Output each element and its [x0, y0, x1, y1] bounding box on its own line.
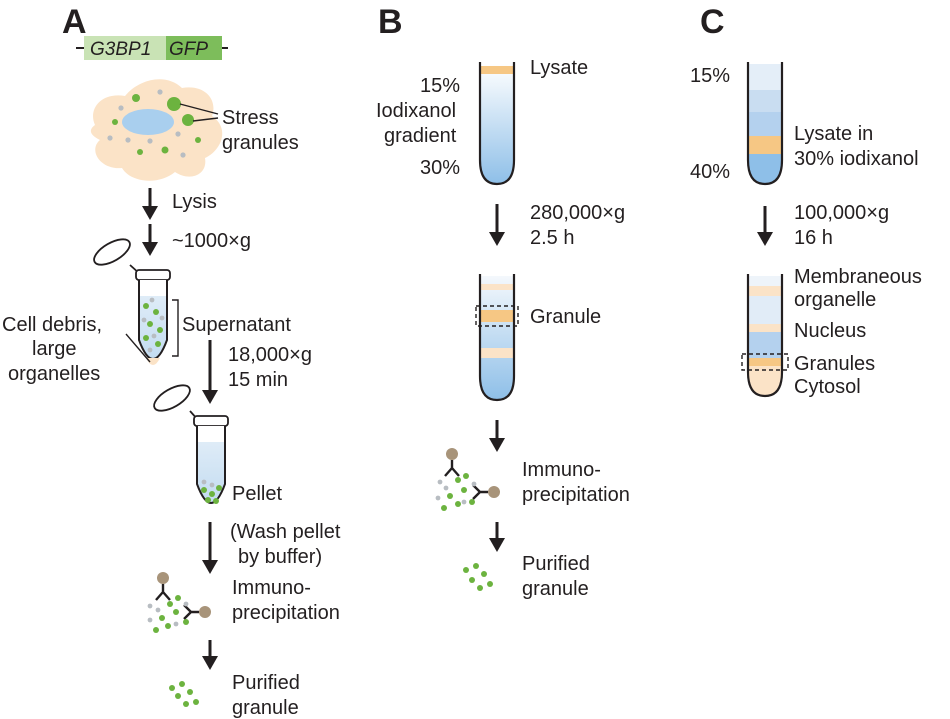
label-precipitation: precipitation [232, 602, 340, 624]
label-30pct-iodixanol: 30% iodixanol [794, 148, 919, 170]
stressed-cell [90, 79, 223, 181]
label-precipitation-b: precipitation [522, 484, 630, 506]
label-organelles: organelles [8, 363, 100, 385]
gradient-tube-b [478, 62, 516, 186]
label-lysate-in: Lysate in [794, 123, 873, 145]
label-spin-18000g: 18,000×g [228, 344, 312, 366]
label-supernatant: Supernatant [182, 314, 291, 336]
separated-tube-c [741, 274, 789, 398]
label-gradient: gradient [384, 125, 457, 147]
arrow-spin-1000g [142, 224, 158, 256]
label-immuno-b: Immuno- [522, 459, 601, 481]
gene-label-gfp: GFP [169, 39, 208, 60]
arrow-wash [202, 522, 218, 574]
separated-tube-b [475, 274, 519, 402]
label-15pct-b: 15% [420, 75, 460, 97]
granule-fraction-box-b [475, 305, 519, 327]
label-iodixanol: Iodixanol [376, 100, 456, 122]
label-purified-b: Purified [522, 553, 590, 575]
label-lysis: Lysis [172, 191, 217, 213]
label-stress: Stress [222, 107, 279, 129]
label-large: large [32, 338, 76, 360]
ip-cluster-b [435, 448, 500, 511]
microtube-2 [153, 384, 229, 504]
panel-label-a: A [62, 3, 87, 41]
label-16-h: 16 h [794, 227, 833, 249]
label-lysate: Lysate [530, 57, 588, 79]
label-spin-100000g: 100,000×g [794, 202, 889, 224]
arrow-spin-100000g [757, 206, 773, 246]
panel-label-b: B [378, 3, 403, 41]
label-granule-b: granule [522, 578, 589, 600]
label-15-min: 15 min [228, 369, 288, 391]
cell-nucleus [122, 109, 174, 135]
arrow-spin-280000g [489, 204, 505, 246]
label-cell-debris: Cell debris, [2, 314, 102, 336]
arrow-purify-b [489, 522, 505, 552]
label-by-buffer: by buffer) [238, 546, 322, 568]
ip-cluster-a [147, 572, 211, 633]
label-granules-c: Granules [794, 353, 875, 375]
granule-fraction-box-c [741, 353, 789, 371]
label-membraneous: Membraneous [794, 266, 922, 288]
label-cytosol: Cytosol [794, 376, 861, 398]
label-30pct-b: 30% [420, 157, 460, 179]
label-purified: Purified [232, 672, 300, 694]
gene-label-g3bp1: G3BP1 [90, 39, 151, 60]
purified-granules-b [463, 563, 493, 591]
panel-label-c: C [700, 3, 725, 41]
arrow-ip-b [489, 420, 505, 452]
label-granule-band: Granule [530, 306, 601, 328]
label-spin-1000g: ~1000×g [172, 230, 251, 252]
arrow-purify-a [202, 640, 218, 670]
label-15pct-c: 15% [690, 65, 730, 87]
label-pellet: Pellet [232, 483, 282, 505]
purified-granules-a [169, 681, 199, 707]
label-nucleus: Nucleus [794, 320, 866, 342]
microtube-1 [93, 238, 179, 365]
label-40pct-c: 40% [690, 161, 730, 183]
step-gradient-tube-c [746, 62, 784, 186]
label-organelle: organelle [794, 289, 876, 311]
label-immuno: Immuno- [232, 577, 311, 599]
label-granule: granule [232, 697, 299, 719]
label-granules: granules [222, 132, 299, 154]
arrow-spin-18000g [202, 340, 218, 404]
label-spin-280000g: 280,000×g [530, 202, 625, 224]
arrow-lysis [142, 188, 158, 220]
label-wash-pellet: (Wash pellet [230, 521, 341, 543]
label-2-5-h: 2.5 h [530, 227, 574, 249]
gene-construct: G3BP1 GFP [76, 36, 228, 60]
